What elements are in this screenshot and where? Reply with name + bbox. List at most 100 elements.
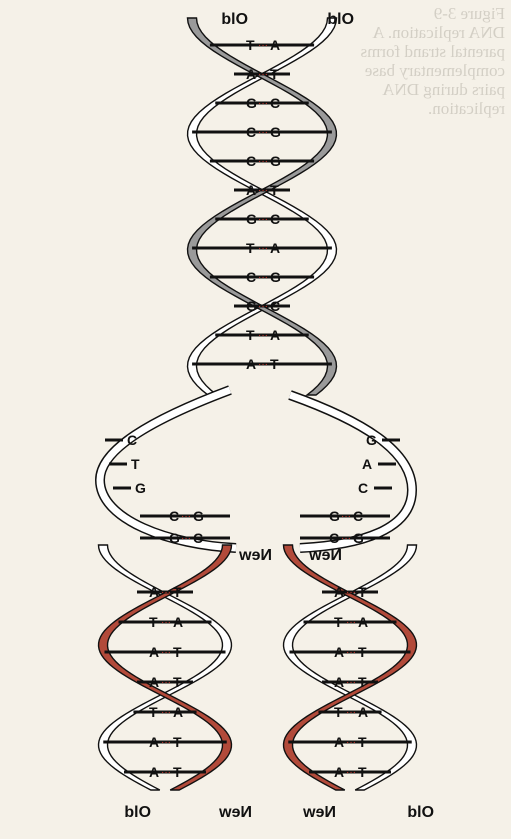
parent-pair-0-base-left: T <box>246 37 255 53</box>
daughter-left-pair-1-base-left: T <box>149 614 158 630</box>
label-bottom-2-new: New <box>219 804 252 821</box>
daughter-left-pair-0-base-right: T <box>173 584 182 600</box>
daughter-right-pair-5-base-left: A <box>334 734 344 750</box>
daughter-left-pair-1-base-right: A <box>173 614 183 630</box>
unpaired-right-0: G <box>366 432 377 448</box>
daughter-left-pair-0-base-left: A <box>149 584 159 600</box>
unpaired-right-2: C <box>358 480 368 496</box>
daughter-left-pair-6-base-left: A <box>149 764 159 780</box>
parent-pair-5-base-right: T <box>270 182 279 198</box>
daughter-right-pair-0-hbond: ··· <box>346 587 356 598</box>
daughter-left-pair-1-hbond: ··· <box>161 617 171 628</box>
parent-pair-11-hbond: ··· <box>258 359 268 370</box>
daughter-right-pair-1-base-left: T <box>334 614 343 630</box>
daughter-left-pair-6-hbond: ··· <box>161 767 171 778</box>
fork-right-pair-1-base-right: G <box>353 530 364 546</box>
label-bottom-4-old: Old <box>407 804 434 821</box>
parent-pair-6-base-left: G <box>246 211 257 227</box>
parent-pair-1-base-right: T <box>270 66 279 82</box>
parent-pair-3-base-left: C <box>246 124 256 140</box>
fork-right-pair-0-base-left: G <box>329 508 340 524</box>
daughter-right-pair-3-base-left: A <box>334 674 344 690</box>
parent-pair-10-base-left: T <box>246 327 255 343</box>
fork-left-pair-0-hbond: ··· <box>181 511 191 522</box>
daughter-left-pair-3-base-right: T <box>173 674 182 690</box>
parent-pair-1-hbond: ··· <box>258 69 268 80</box>
daughter-right-pair-2-hbond: ··· <box>346 647 356 658</box>
fork-right-outer-fill <box>290 395 412 548</box>
parent-pair-0-hbond: ··· <box>258 40 268 51</box>
parent-pair-9-base-left: G <box>246 298 257 314</box>
parent-pair-8-base-right: G <box>270 269 281 285</box>
fork-left-pair-0-base-left: C <box>169 508 179 524</box>
fork-left-pair-1-hbond: ··· <box>181 533 191 544</box>
daughter-left-pair-2-hbond: ··· <box>161 647 171 658</box>
parent-pair-0-base-right: A <box>270 37 280 53</box>
parent-pair-4-hbond: ··· <box>258 156 268 167</box>
parent-pair-7-base-right: A <box>270 240 280 256</box>
parent-pair-7-hbond: ··· <box>258 243 268 254</box>
daughter-left-pair-2-base-right: T <box>173 644 182 660</box>
daughter-left-pair-5-base-right: T <box>173 734 182 750</box>
fork-right-pair-1-hbond: ··· <box>341 533 351 544</box>
daughter-right-pair-5-base-right: T <box>358 734 367 750</box>
parent-pair-9-hbond: ··· <box>258 301 268 312</box>
daughter-left-pair-6-base-right: T <box>173 764 182 780</box>
daughter-right-pair-3-hbond: ··· <box>346 677 356 688</box>
parent-pair-11-base-left: A <box>246 356 256 372</box>
parent-pair-10-base-right: A <box>270 327 280 343</box>
parent-pair-2-base-left: G <box>246 95 257 111</box>
daughter-left-pair-5-hbond: ··· <box>161 737 171 748</box>
parent-pair-6-base-right: C <box>270 211 280 227</box>
label-fork-left-new: New <box>239 547 272 564</box>
parent-pair-2-hbond: ··· <box>258 98 268 109</box>
parent-pair-4-base-left: C <box>246 153 256 169</box>
fork-left-outer-fill <box>100 390 236 548</box>
fork-left-pair-1-base-right: C <box>193 530 203 546</box>
unpaired-right-1: A <box>362 456 372 472</box>
base-pair-rungs: T···AA···TG···CC···GC···GA···TG···CT···A… <box>103 37 411 780</box>
parent-pair-10-hbond: ··· <box>258 330 268 341</box>
label-bottom-1-old: Old <box>124 804 151 821</box>
unpaired-left-2: G <box>135 480 146 496</box>
fork-right-pair-1-base-left: C <box>329 530 339 546</box>
parent-pair-8-hbond: ··· <box>258 272 268 283</box>
daughter-right-pair-6-base-right: T <box>358 764 367 780</box>
unpaired-left-1: T <box>131 456 140 472</box>
unpaired-left-0: C <box>127 432 137 448</box>
parent-pair-4-base-right: G <box>270 153 281 169</box>
parent-pair-8-base-left: C <box>246 269 256 285</box>
daughter-right-pair-5-hbond: ··· <box>346 737 356 748</box>
daughter-right-pair-1-hbond: ··· <box>346 617 356 628</box>
parent-pair-3-base-right: G <box>270 124 281 140</box>
daughter-right-pair-4-hbond: ··· <box>346 707 356 718</box>
label-top-left-old: Old <box>221 11 248 28</box>
parent-pair-5-base-left: A <box>246 182 256 198</box>
label-fork-right-new: New <box>309 547 342 564</box>
parent-pair-2-base-right: C <box>270 95 280 111</box>
daughter-right-pair-0-base-left: A <box>334 584 344 600</box>
daughter-left-pair-4-base-left: T <box>149 704 158 720</box>
daughter-left-pair-4-hbond: ··· <box>161 707 171 718</box>
daughter-right-pair-0-base-right: T <box>358 584 367 600</box>
daughter-left-pair-3-hbond: ··· <box>161 677 171 688</box>
fork-left-pair-1-base-left: G <box>169 530 180 546</box>
daughter-left-pair-2-base-left: A <box>149 644 159 660</box>
daughter-right-pair-4-base-left: T <box>334 704 343 720</box>
daughter-right-pair-2-base-left: A <box>334 644 344 660</box>
daughter-left-pair-3-base-left: A <box>149 674 159 690</box>
daughter-left-pair-4-base-right: A <box>173 704 183 720</box>
daughter-right-pair-1-base-right: A <box>358 614 368 630</box>
parent-pair-3-hbond: ··· <box>258 127 268 138</box>
fork-right-pair-0-base-right: C <box>353 508 363 524</box>
parent-pair-7-base-left: T <box>246 240 255 256</box>
fork-right-pair-0-hbond: ··· <box>341 511 351 522</box>
daughter-right-pair-6-base-left: A <box>334 764 344 780</box>
fork-left-pair-0-base-right: G <box>193 508 204 524</box>
daughter-left-pair-0-hbond: ··· <box>161 587 171 598</box>
parent-pair-9-base-right: C <box>270 298 280 314</box>
daughter-right-pair-6-hbond: ··· <box>346 767 356 778</box>
daughter-right-pair-3-base-right: T <box>358 674 367 690</box>
